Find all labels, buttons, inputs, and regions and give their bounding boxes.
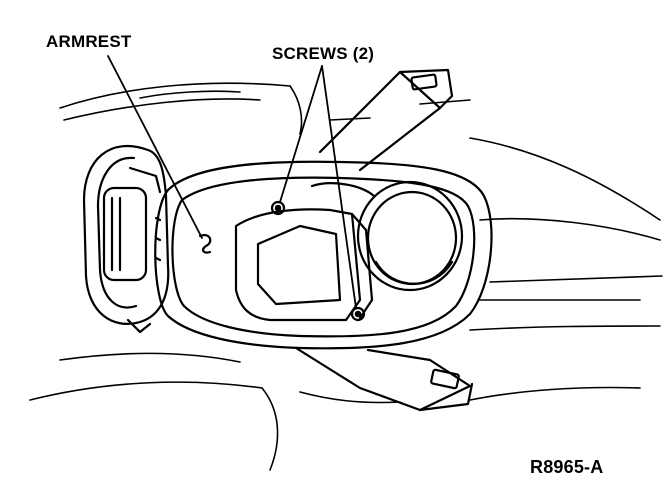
screw (350, 306, 366, 322)
front-latch-handle (82, 144, 170, 334)
screw (270, 200, 286, 216)
figure-reference-code: R8965-A (530, 457, 604, 477)
background-contours (29, 82, 663, 471)
leader-lines (107, 55, 357, 309)
interior-opening (234, 182, 376, 322)
screws-callout: SCREWS (2) (272, 44, 375, 63)
cup-holder (356, 180, 464, 292)
armrest-lid (154, 160, 493, 350)
lower-strap (294, 346, 474, 412)
armrest-callout: ARMREST (46, 32, 132, 51)
upper-strap (318, 68, 454, 172)
